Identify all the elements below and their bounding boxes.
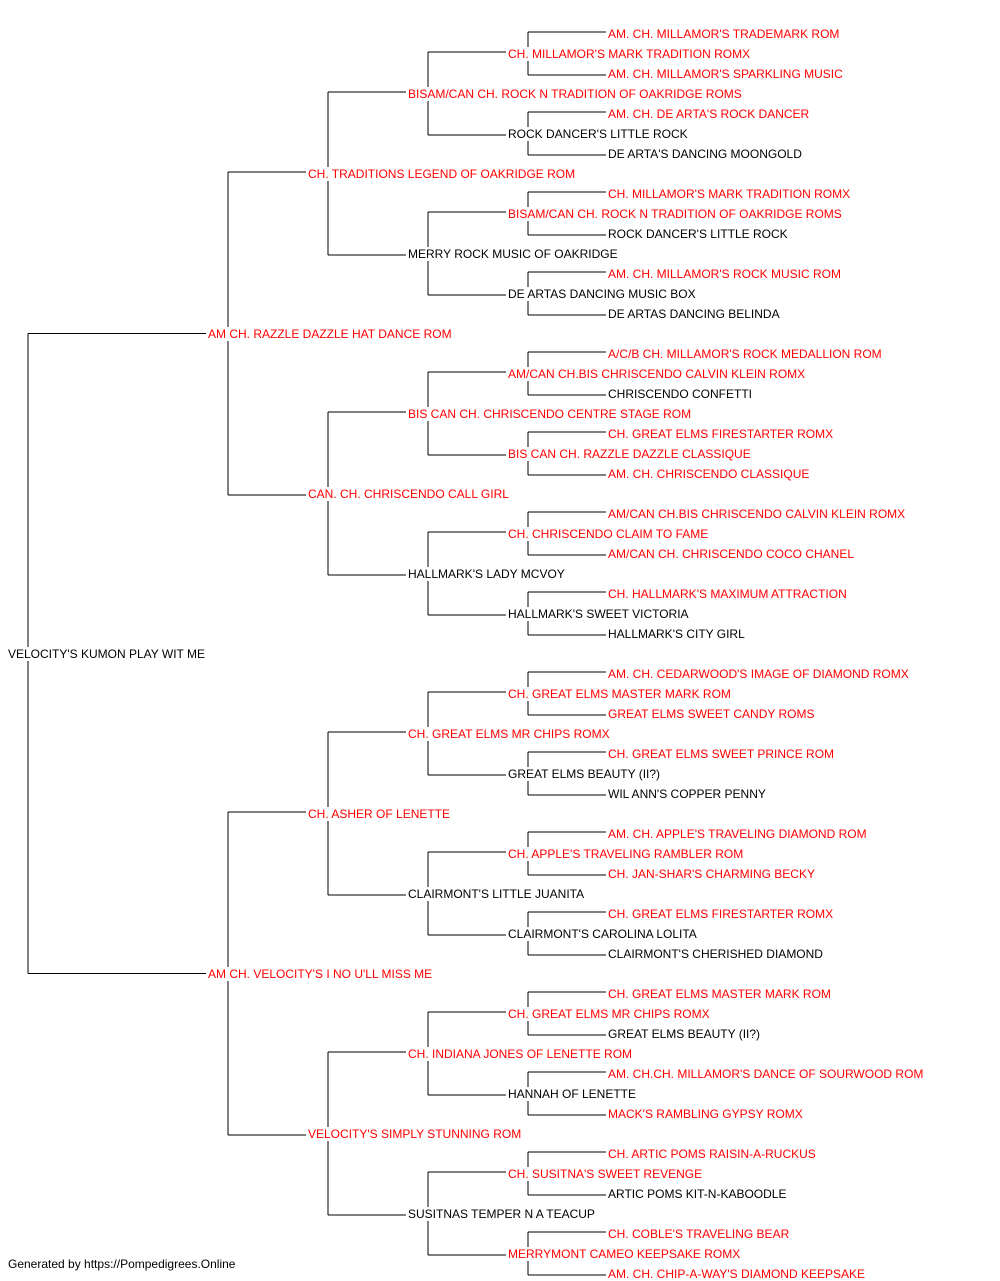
dog-name-gen4: AM/CAN CH.BIS CHRISCENDO CALVIN KLEIN RO… (508, 366, 808, 381)
dog-name-gen4: CLAIRMONT'S CAROLINA LOLITA (508, 926, 699, 941)
dog-name-gen5: CH. GREAT ELMS SWEET PRINCE ROM (608, 746, 837, 761)
dog-name-gen4: ROCK DANCER'S LITTLE ROCK (508, 126, 690, 141)
dog-name-gen4: HALLMARK'S SWEET VICTORIA (508, 606, 691, 621)
dog-name-gen4: CH. SUSITNA'S SWEET REVENGE (508, 1166, 705, 1181)
dog-name-gen5: AM. CH. MILLAMOR'S ROCK MUSIC ROM (608, 266, 843, 281)
dog-name-gen2: CH. ASHER OF LENETTE (308, 806, 453, 821)
dog-name-gen1: AM CH. VELOCITY'S I NO U'LL MISS ME (208, 966, 435, 981)
dog-name-gen3: MERRY ROCK MUSIC OF OAKRIDGE (408, 246, 620, 261)
dog-name-gen4: MERRYMONT CAMEO KEEPSAKE ROMX (508, 1246, 743, 1261)
dog-name-gen5: CH. MILLAMOR'S MARK TRADITION ROMX (608, 186, 853, 201)
dog-name-gen5: A/C/B CH. MILLAMOR'S ROCK MEDALLION ROM (608, 346, 884, 361)
dog-name-gen5: GREAT ELMS SWEET CANDY ROMS (608, 706, 817, 721)
dog-name-gen5: DE ARTAS DANCING BELINDA (608, 306, 782, 321)
dog-name-gen5: AM. CH. MILLAMOR'S SPARKLING MUSIC (608, 66, 845, 81)
dog-name-gen5: AM. CH. APPLE'S TRAVELING DIAMOND ROM (608, 826, 869, 841)
dog-name-gen5: MACK'S RAMBLING GYPSY ROMX (608, 1106, 805, 1121)
dog-name-gen5: GREAT ELMS BEAUTY (II?) (608, 1026, 763, 1041)
dog-name-gen4: HANNAH OF LENETTE (508, 1086, 639, 1101)
dog-name-gen3: BIS CAN CH. CHRISCENDO CENTRE STAGE ROM (408, 406, 694, 421)
dog-name-gen4: CH. CHRISCENDO CLAIM TO FAME (508, 526, 711, 541)
dog-name-gen5: CH. GREAT ELMS FIRESTARTER ROMX (608, 426, 836, 441)
dog-name-gen2: CH. TRADITIONS LEGEND OF OAKRIDGE ROM (308, 166, 578, 181)
dog-name-gen3: BISAM/CAN CH. ROCK N TRADITION OF OAKRID… (408, 86, 744, 101)
dog-name-gen3: CH. INDIANA JONES OF LENETTE ROM (408, 1046, 635, 1061)
dog-name-gen5: ROCK DANCER'S LITTLE ROCK (608, 226, 790, 241)
dog-name-gen5: CH. GREAT ELMS FIRESTARTER ROMX (608, 906, 836, 921)
dog-name-gen5: AM. CH. CEDARWOOD'S IMAGE OF DIAMOND ROM… (608, 666, 911, 681)
dog-name-gen5: CH. GREAT ELMS MASTER MARK ROM (608, 986, 833, 1001)
dog-name-gen5: AM/CAN CH.BIS CHRISCENDO CALVIN KLEIN RO… (608, 506, 908, 521)
dog-name-gen5: HALLMARK'S CITY GIRL (608, 626, 747, 641)
dog-name-gen5: CLAIRMONT'S CHERISHED DIAMOND (608, 946, 825, 961)
dog-name-gen2: VELOCITY'S SIMPLY STUNNING ROM (308, 1126, 524, 1141)
dog-name-gen5: CH. COBLE'S TRAVELING BEAR (608, 1226, 792, 1241)
dog-name-gen3: SUSITNAS TEMPER N A TEACUP (408, 1206, 597, 1221)
footer-credit: Generated by https://Pompedigrees.Online (8, 1257, 236, 1271)
dog-name-gen4: CH. APPLE'S TRAVELING RAMBLER ROM (508, 846, 746, 861)
dog-name-gen5: WIL ANN'S COPPER PENNY (608, 786, 768, 801)
dog-name-gen4: BISAM/CAN CH. ROCK N TRADITION OF OAKRID… (508, 206, 844, 221)
dog-name-gen5: CH. HALLMARK'S MAXIMUM ATTRACTION (608, 586, 849, 601)
dog-name-gen4: CH. GREAT ELMS MASTER MARK ROM (508, 686, 733, 701)
dog-name-gen5: AM. CH. DE ARTA'S ROCK DANCER (608, 106, 812, 121)
dog-name-gen5: AM. CH.CH. MILLAMOR'S DANCE OF SOURWOOD … (608, 1066, 926, 1081)
dog-name-gen5: ARTIC POMS KIT-N-KABOODLE (608, 1186, 789, 1201)
dog-name-gen5: AM. CH. CHIP-A-WAY'S DIAMOND KEEPSAKE (608, 1266, 867, 1281)
dog-name-gen4: GREAT ELMS BEAUTY (II?) (508, 766, 663, 781)
dog-name-gen4: BIS CAN CH. RAZZLE DAZZLE CLASSIQUE (508, 446, 753, 461)
dog-name-gen4: DE ARTAS DANCING MUSIC BOX (508, 286, 698, 301)
dog-name-gen4: CH. GREAT ELMS MR CHIPS ROMX (508, 1006, 712, 1021)
dog-name-gen1: AM CH. RAZZLE DAZZLE HAT DANCE ROM (208, 326, 454, 341)
dog-name-gen2: CAN. CH. CHRISCENDO CALL GIRL (308, 486, 511, 501)
dog-name-gen3: CLAIRMONT'S LITTLE JUANITA (408, 886, 587, 901)
dog-name-gen3: CH. GREAT ELMS MR CHIPS ROMX (408, 726, 612, 741)
dog-name-gen5: DE ARTA'S DANCING MOONGOLD (608, 146, 804, 161)
dog-name-gen4: CH. MILLAMOR'S MARK TRADITION ROMX (508, 46, 753, 61)
dog-name-gen5: CHRISCENDO CONFETTI (608, 386, 754, 401)
dog-name-gen5: AM/CAN CH. CHRISCENDO COCO CHANEL (608, 546, 857, 561)
dog-name-gen5: CH. JAN-SHAR'S CHARMING BECKY (608, 866, 817, 881)
dog-name-gen5: AM. CH. MILLAMOR'S TRADEMARK ROM (608, 26, 842, 41)
dog-name-gen5: AM. CH. CHRISCENDO CLASSIQUE (608, 466, 812, 481)
dog-name-gen0: VELOCITY'S KUMON PLAY WIT ME (8, 646, 207, 661)
dog-name-gen5: CH. ARTIC POMS RAISIN-A-RUCKUS (608, 1146, 818, 1161)
dog-name-gen3: HALLMARK'S LADY MCVOY (408, 566, 567, 581)
